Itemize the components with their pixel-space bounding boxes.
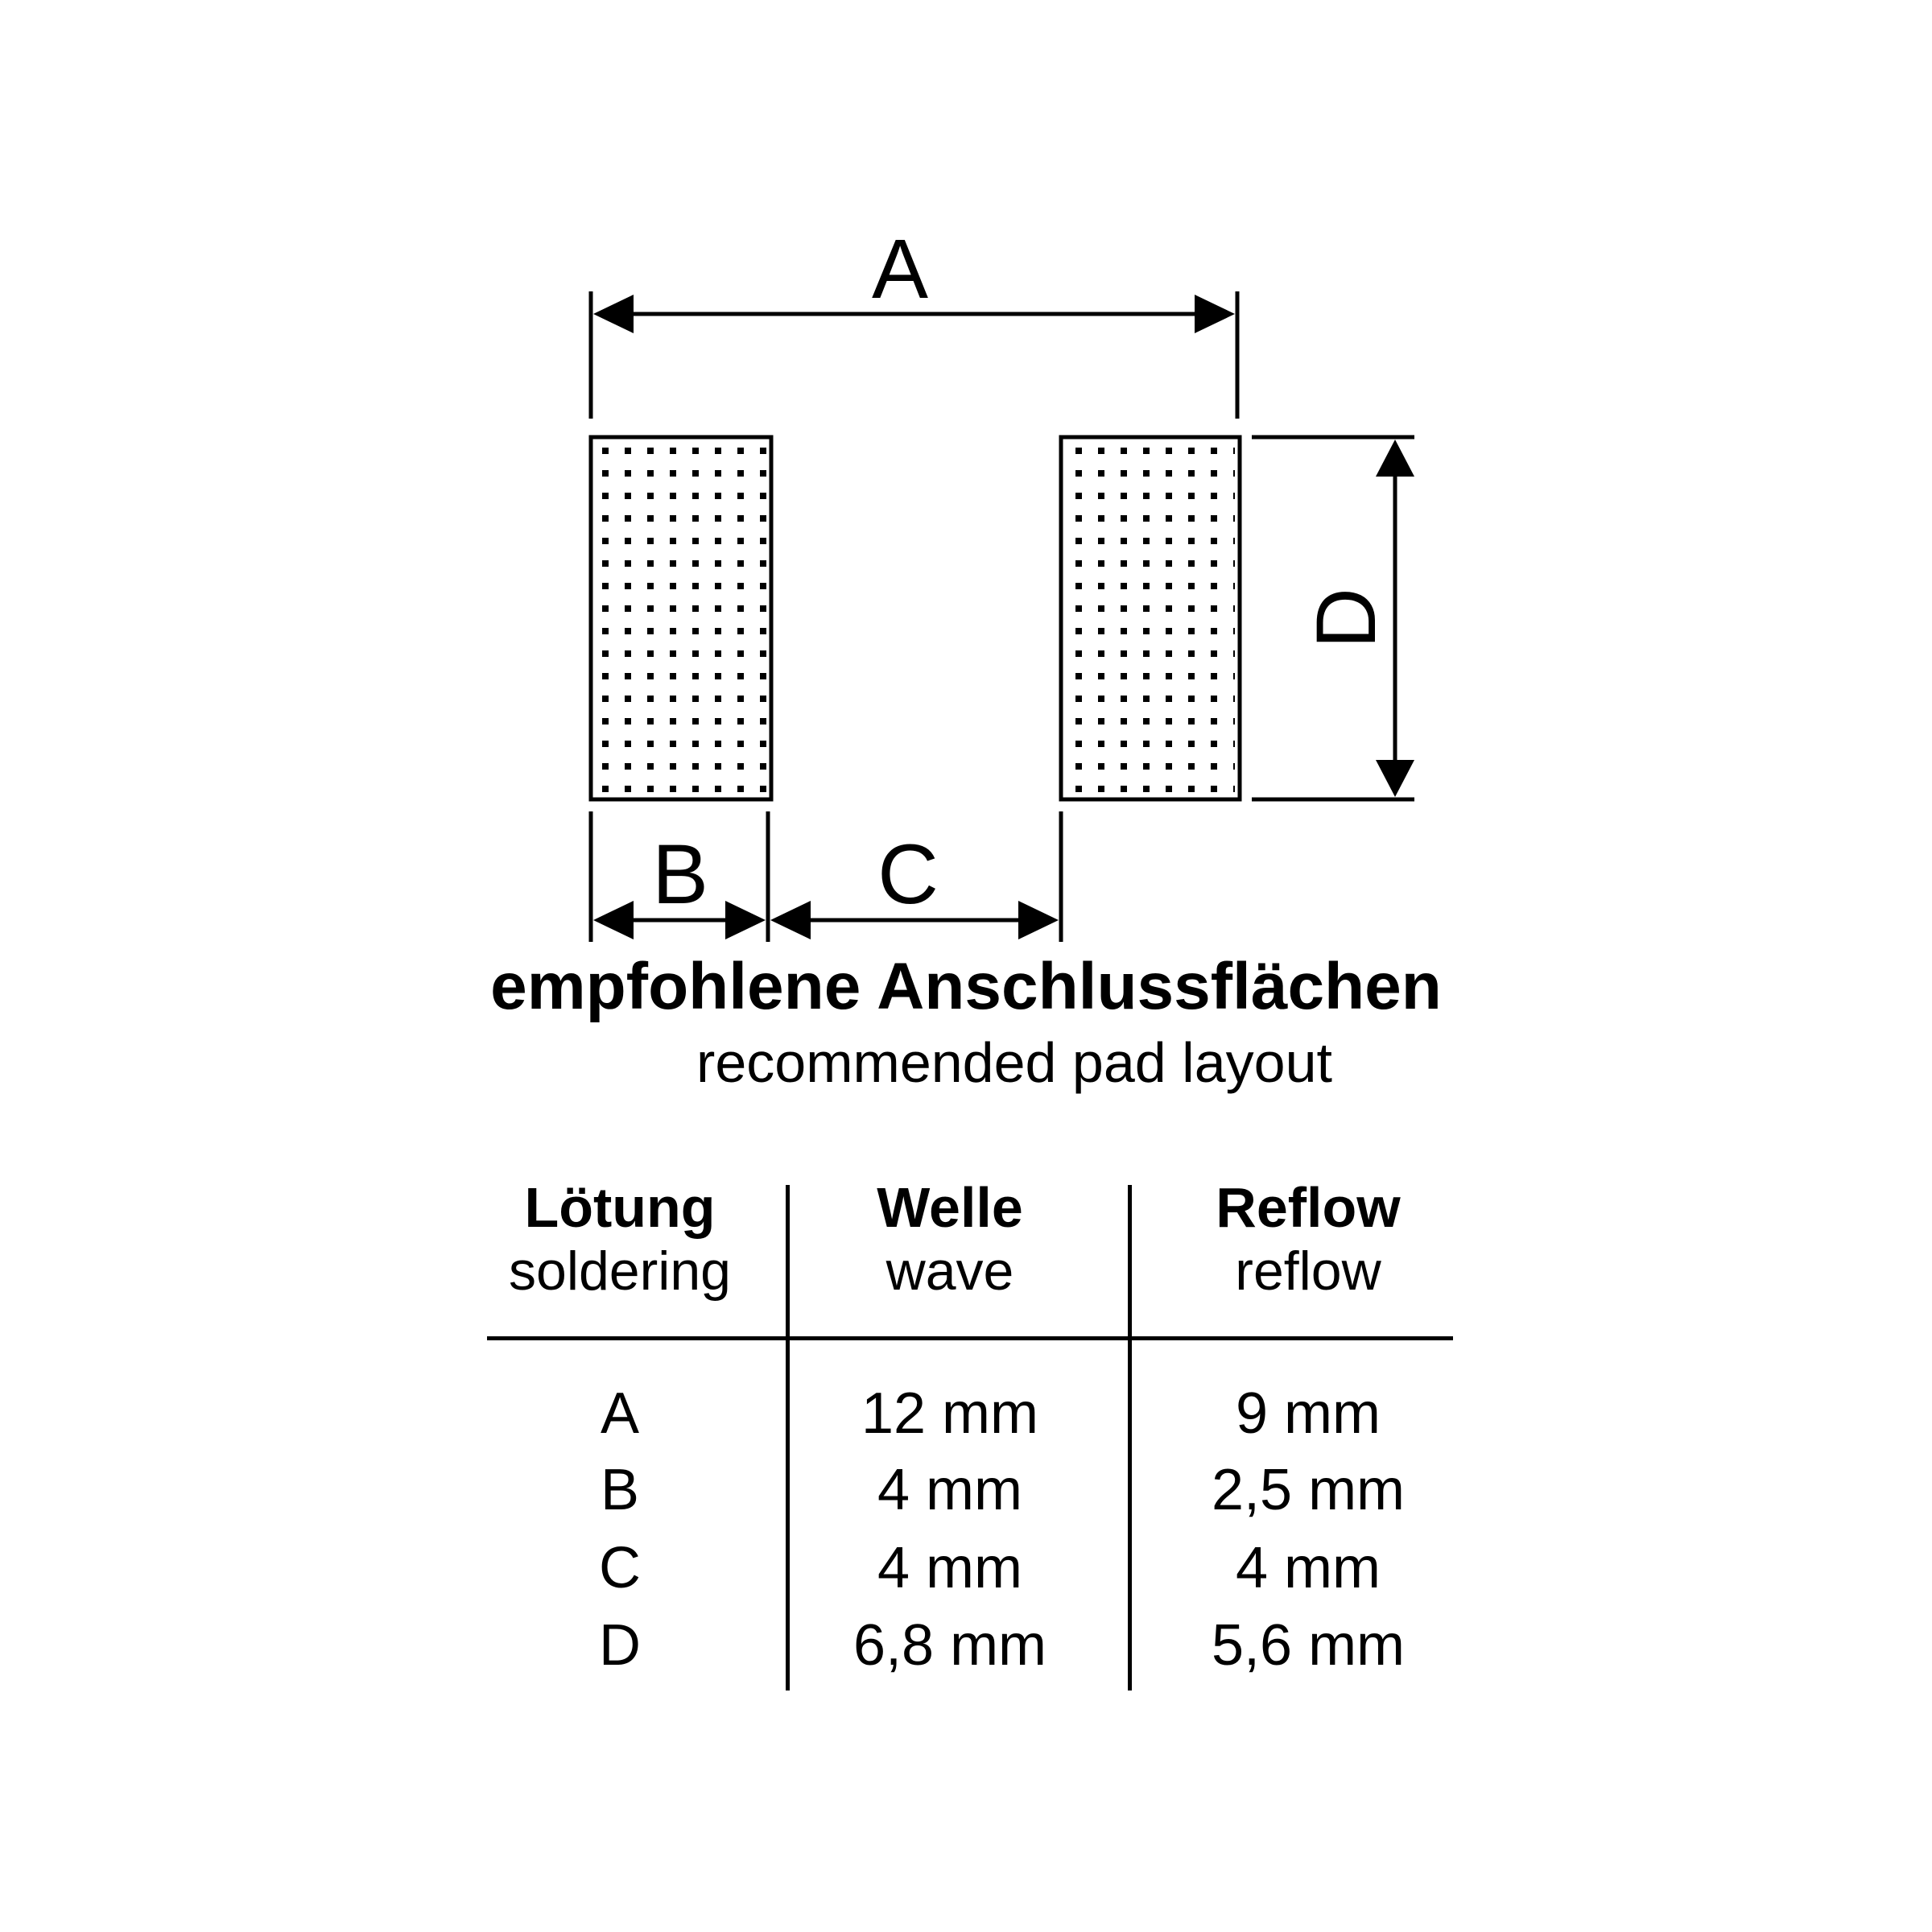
caption-title: empfohlene Anschlussflächen	[490, 950, 1442, 1023]
reflow-value: 5,6 mm	[1211, 1613, 1406, 1678]
dimension-b-label: B	[652, 828, 708, 922]
dimension-b: B	[588, 811, 770, 942]
wave-value: 12 mm	[861, 1381, 1039, 1446]
wave-value: 6,8 mm	[852, 1613, 1047, 1678]
reflow-value: 4 mm	[1236, 1536, 1381, 1600]
row-label: B	[600, 1458, 640, 1522]
dimension-d: D	[1252, 435, 1414, 802]
table-column-divider-1	[786, 1185, 790, 1690]
reflow-value: 2,5 mm	[1211, 1458, 1406, 1522]
reflow-value: 9 mm	[1236, 1381, 1381, 1446]
header-soldering-en: soldering	[509, 1241, 731, 1302]
caption-subtitle: recommended pad layout	[696, 1031, 1332, 1094]
row-label: A	[600, 1381, 640, 1446]
right-pad	[1059, 435, 1242, 802]
row-label: D	[599, 1613, 641, 1678]
header-reflow-en: reflow	[1235, 1241, 1381, 1302]
wave-value: 4 mm	[877, 1458, 1022, 1522]
dimension-c-label: C	[877, 828, 939, 922]
row-label: C	[599, 1536, 641, 1600]
dimension-d-label: D	[1299, 588, 1393, 649]
dimension-c: C	[770, 811, 1063, 942]
header-wave-en: wave	[886, 1241, 1014, 1302]
header-wave-de: Welle	[877, 1176, 1023, 1239]
table-column-divider-2	[1128, 1185, 1132, 1690]
table-header-divider	[487, 1336, 1453, 1340]
left-pad	[588, 435, 774, 802]
header-reflow-de: Reflow	[1216, 1176, 1401, 1239]
dimension-a: A	[588, 222, 1240, 419]
dimension-a-label: A	[872, 222, 928, 316]
header-soldering-de: Lötung	[524, 1176, 716, 1239]
wave-value: 4 mm	[877, 1536, 1022, 1600]
